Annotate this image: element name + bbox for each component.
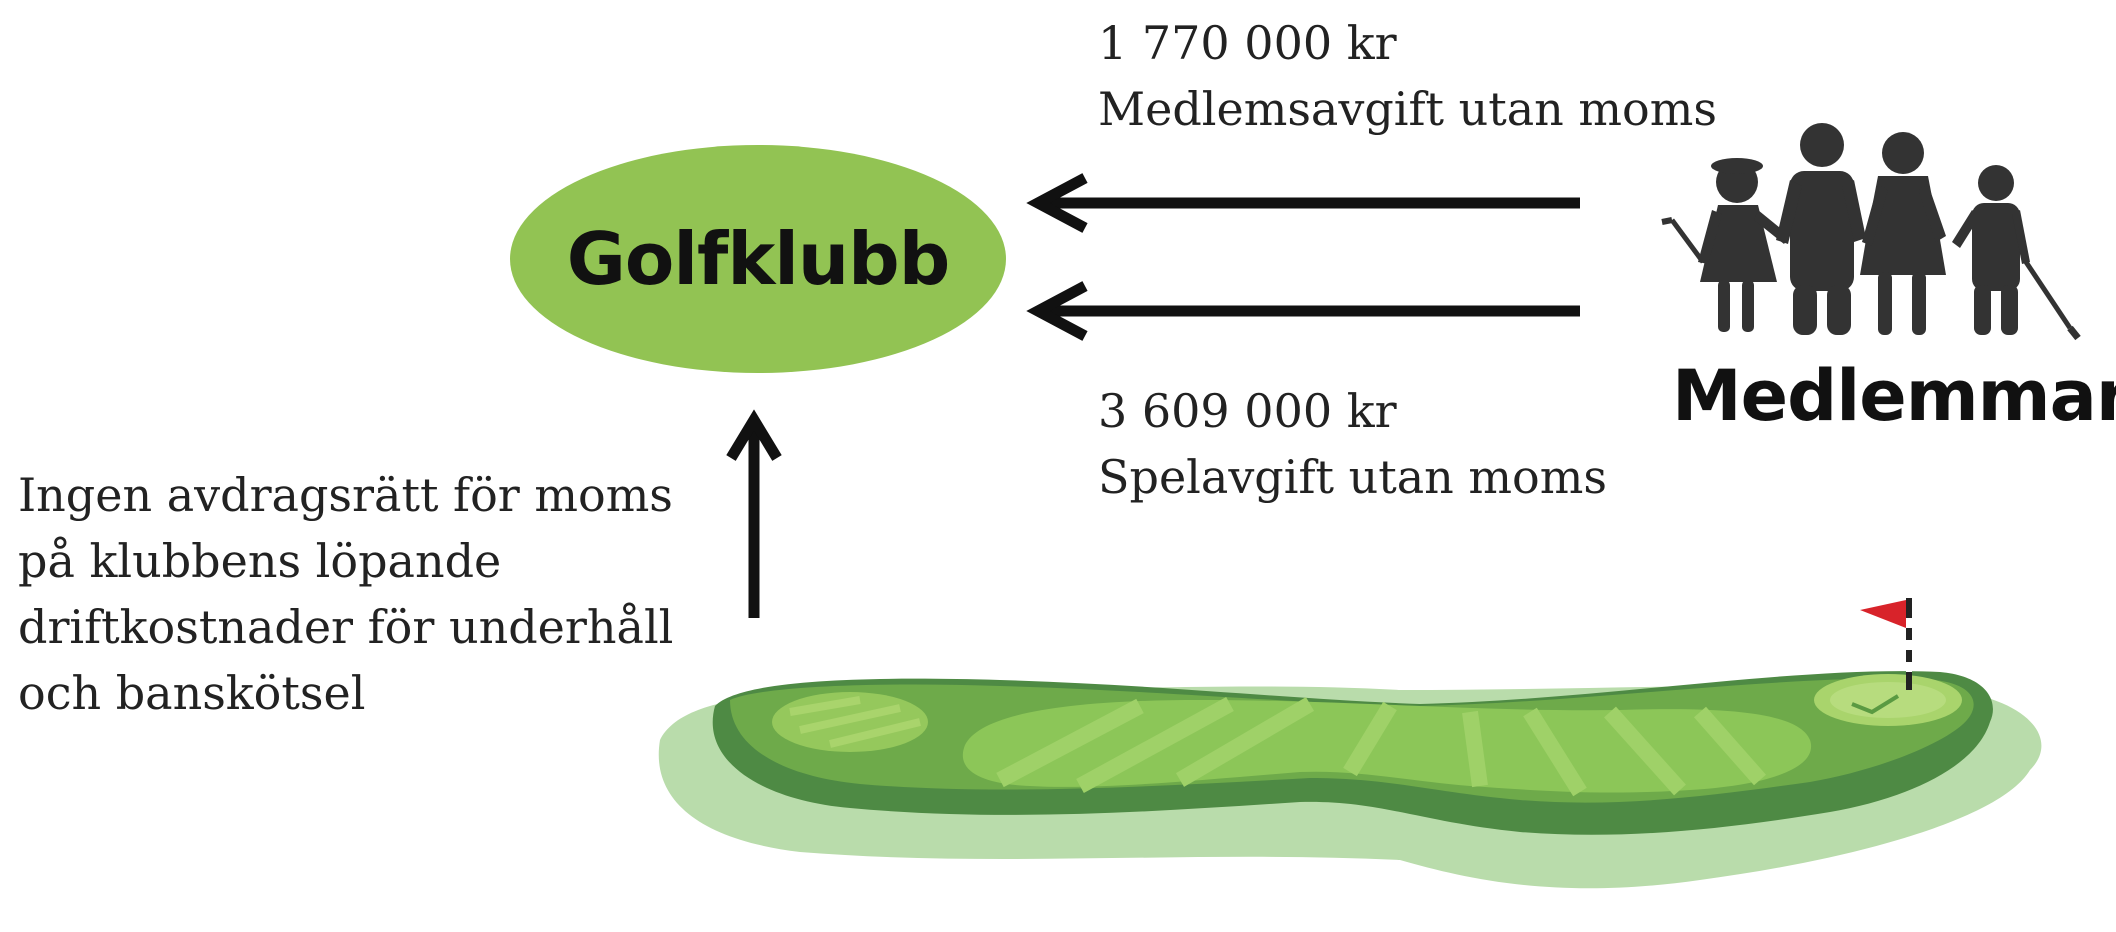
vat-note-line: och banskötsel [18,666,366,720]
playing-fee-description: Spelavgift utan moms [1098,450,1607,504]
arrow-playing-fee [1026,281,1580,341]
playing-fee-amount: 3 609 000 kr [1098,384,1397,438]
family-golfers-icon [1661,123,2081,341]
vat-note-line: driftkostnader för underhåll [18,600,674,654]
flag-icon [1860,598,1912,690]
club-label: Golfklubb [566,217,950,301]
membership-fee-text: 1 770 000 kr Medlemsavgift utan moms [1098,10,1717,142]
club-ellipse: Golfklubb [510,145,1006,373]
members-label: Medlemmar [1672,355,2116,437]
golf-course-icon [658,671,2042,889]
playing-fee-text: 3 609 000 kr Spelavgift utan moms [1098,378,1607,510]
arrow-membership-fee [1026,173,1580,233]
arrow-no-deduction [726,409,782,618]
vat-note: Ingen avdragsrätt för moms på klubbens l… [18,462,673,726]
membership-fee-description: Medlemsavgift utan moms [1098,82,1717,136]
membership-fee-amount: 1 770 000 kr [1098,16,1397,70]
vat-note-line: på klubbens löpande [18,534,502,588]
vat-note-line: Ingen avdragsrätt för moms [18,468,673,522]
